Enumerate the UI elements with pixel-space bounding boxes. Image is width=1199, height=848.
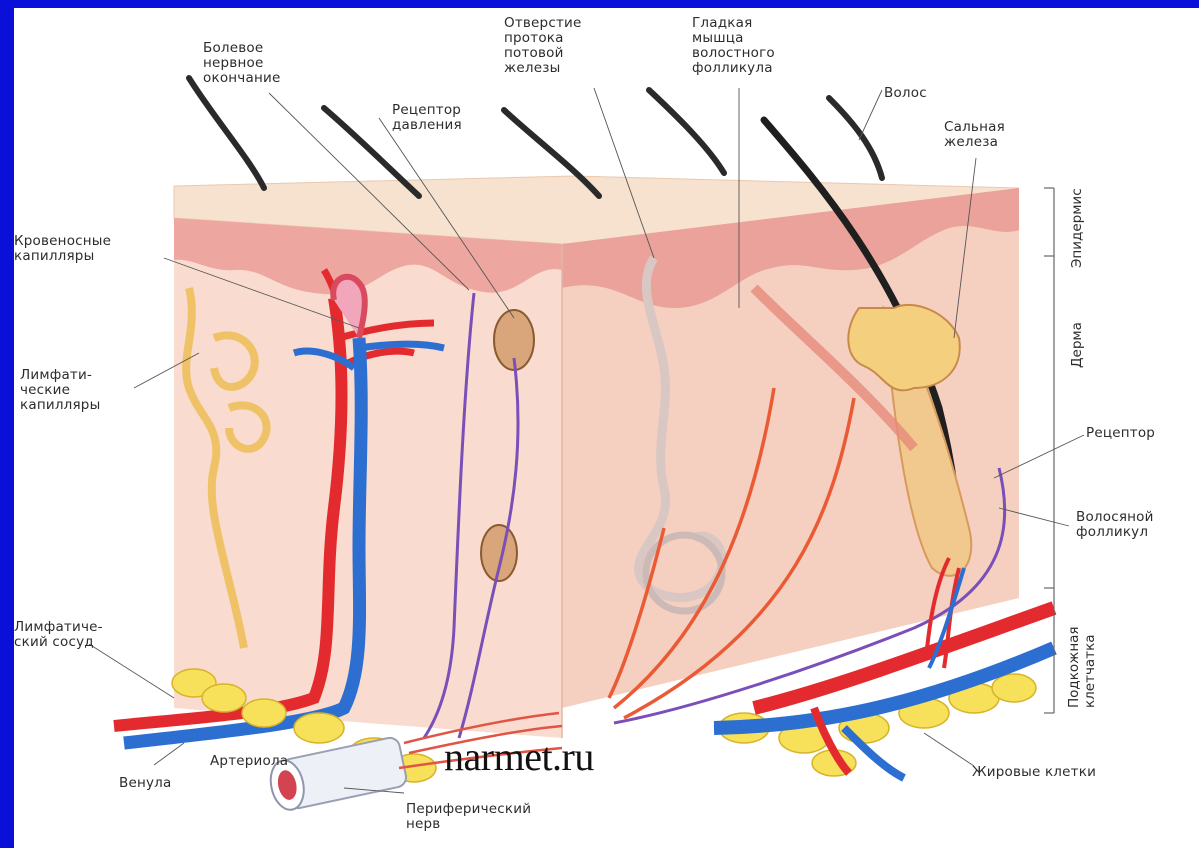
diagram-canvas: Болевое нервное окончание Отверстие прот… — [14, 8, 1199, 848]
dermis-front-face — [174, 218, 562, 738]
label-fat-cells: Жировые клетки — [972, 765, 1096, 780]
watermark: narmet.ru — [444, 733, 594, 780]
hair-shaft-5 — [829, 98, 882, 178]
label-hair-follicle: Волосяной фолликул — [1076, 510, 1154, 540]
label-receptor: Рецептор — [1086, 426, 1155, 441]
label-sebaceous-gland: Сальная железа — [944, 120, 1005, 150]
label-peripheral-nerve: Периферический нерв — [406, 802, 531, 832]
label-sweat-duct-opening: Отверстие протока потовой железы — [504, 16, 582, 76]
layer-label-epidermis: Эпидермис — [1069, 188, 1085, 268]
layer-label-subcutaneous: Подкожная клетчатка — [1066, 626, 1098, 708]
label-pain-nerve-ending: Болевое нервное окончание — [203, 41, 280, 86]
label-pressure-receptor: Рецептор давления — [392, 103, 462, 133]
hair-shaft-1 — [189, 78, 264, 188]
peripheral-nerve — [266, 736, 407, 813]
skin-cross-section-illustration — [14, 8, 1199, 848]
label-lymph-capillaries: Лимфати- ческие капилляры — [20, 368, 100, 413]
layer-label-dermis: Дерма — [1069, 322, 1085, 368]
label-blood-capillaries: Кровеносные капилляры — [14, 234, 111, 264]
label-arteriole: Артериола — [210, 754, 288, 769]
label-lymph-vessel: Лимфатиче- ский сосуд — [14, 620, 103, 650]
label-hair: Волос — [884, 86, 927, 101]
hair-shaft-4 — [649, 90, 724, 173]
label-venule: Венула — [119, 776, 171, 791]
label-smooth-muscle: Гладкая мышца волостного фолликула — [692, 16, 775, 76]
